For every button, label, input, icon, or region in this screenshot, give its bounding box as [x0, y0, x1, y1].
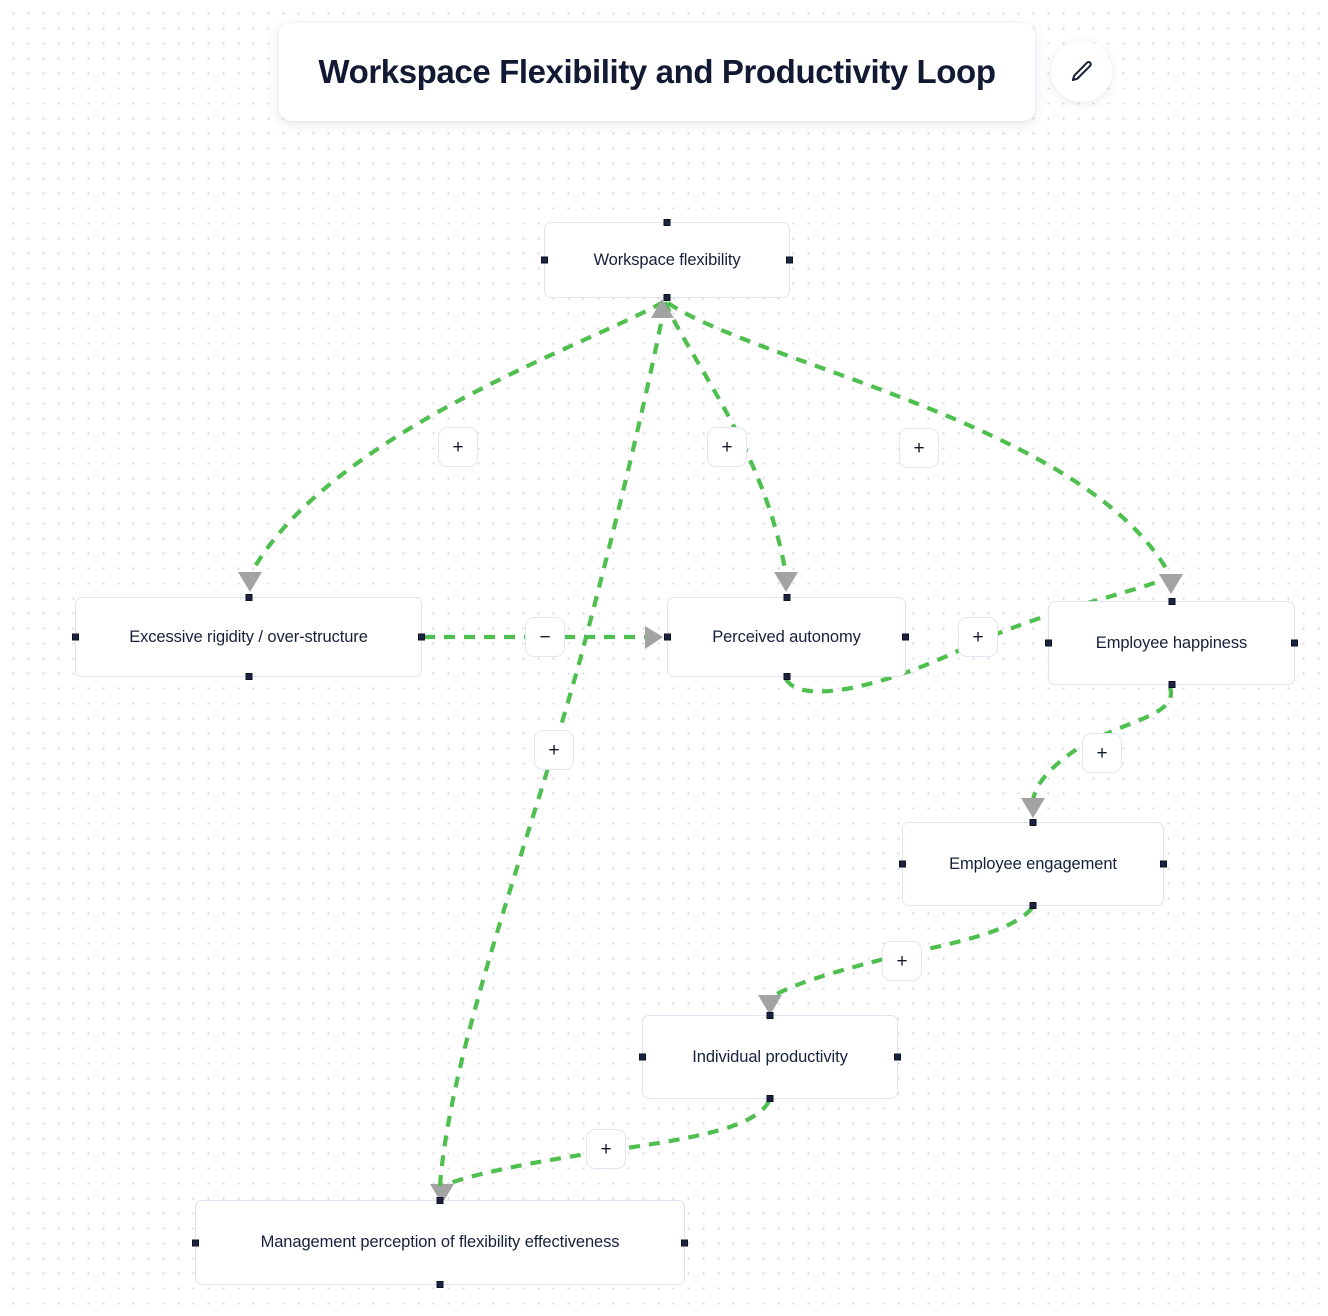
node-handle-top[interactable] — [663, 219, 671, 226]
node-handle-left[interactable] — [541, 256, 548, 264]
node-label: Individual productivity — [692, 1047, 848, 1066]
node-handle-right[interactable] — [418, 633, 425, 641]
node-handle-top[interactable] — [1168, 598, 1175, 605]
node-label: Excessive rigidity / over-structure — [129, 627, 368, 646]
node-workspace-flexibility[interactable]: Workspace flexibility — [541, 219, 793, 301]
edge-label-engagement-to-productivity[interactable]: + — [882, 941, 922, 981]
node-label: Workspace flexibility — [593, 250, 741, 269]
title-card: Workspace Flexibility and Productivity L… — [279, 23, 1035, 121]
node-handle-left[interactable] — [899, 860, 906, 868]
node-handle-right[interactable] — [1160, 860, 1167, 868]
node-handle-top[interactable] — [1029, 819, 1037, 826]
node-handle-bottom[interactable] — [783, 673, 790, 680]
node-handle-top[interactable] — [783, 594, 790, 601]
node-label: Employee engagement — [949, 854, 1117, 873]
node-handle-bottom[interactable] — [663, 294, 671, 301]
node-label: Employee happiness — [1095, 633, 1248, 652]
node-handle-bottom[interactable] — [1168, 681, 1175, 688]
node-handle-left[interactable] — [639, 1053, 646, 1061]
node-management-perception[interactable]: Management perception of flexibility eff… — [192, 1197, 688, 1288]
edge-polarity: + — [452, 436, 464, 458]
edge-label-management-to-flexibility[interactable]: + — [534, 730, 574, 770]
node-employee-engagement[interactable]: Employee engagement — [899, 819, 1167, 909]
node-handle-bottom[interactable] — [766, 1095, 774, 1102]
node-handle-right[interactable] — [681, 1239, 688, 1246]
node-excessive-rigidity[interactable]: Excessive rigidity / over-structure — [72, 594, 425, 680]
node-handle-top[interactable] — [766, 1012, 774, 1019]
node-handle-left[interactable] — [72, 633, 79, 641]
edge-polarity: + — [600, 1138, 612, 1160]
edge-polarity: + — [548, 739, 560, 761]
node-handle-top[interactable] — [436, 1197, 444, 1204]
edge-polarity: + — [1096, 742, 1108, 764]
page-title: Workspace Flexibility and Productivity L… — [318, 53, 996, 90]
edge-polarity: − — [539, 626, 551, 648]
node-handle-bottom[interactable] — [245, 673, 252, 680]
node-handle-right[interactable] — [894, 1053, 901, 1061]
node-individual-productivity[interactable]: Individual productivity — [639, 1012, 901, 1102]
node-handle-bottom[interactable] — [1029, 902, 1037, 909]
edge-polarity: + — [721, 436, 733, 458]
edge-polarity: + — [913, 437, 925, 459]
node-perceived-autonomy[interactable]: Perceived autonomy — [664, 594, 909, 680]
node-handle-left[interactable] — [1045, 639, 1052, 647]
edit-title-button[interactable] — [1051, 41, 1112, 102]
node-handle-right[interactable] — [786, 256, 793, 264]
node-employee-happiness[interactable]: Employee happiness — [1045, 598, 1298, 688]
pencil-icon — [1069, 59, 1095, 85]
node-handle-right[interactable] — [902, 633, 909, 641]
edge-polarity: + — [896, 950, 908, 972]
edge-label-flexibility-to-autonomy[interactable]: + — [707, 427, 747, 467]
node-handle-right[interactable] — [1291, 639, 1298, 647]
edge-label-autonomy-to-happiness[interactable]: + — [958, 617, 998, 657]
edge-polarity: + — [972, 626, 984, 648]
edge-label-flexibility-to-happiness[interactable]: + — [899, 428, 939, 468]
node-handle-top[interactable] — [245, 594, 252, 601]
node-handle-left[interactable] — [192, 1239, 199, 1246]
edge-label-productivity-to-management[interactable]: + — [586, 1129, 626, 1169]
node-label: Perceived autonomy — [712, 627, 861, 646]
node-handle-left[interactable] — [664, 633, 671, 641]
edge-label-happiness-to-engagement[interactable]: + — [1082, 733, 1122, 773]
node-handle-bottom[interactable] — [436, 1281, 444, 1288]
edge-label-rigidity-to-autonomy[interactable]: − — [525, 617, 565, 657]
node-label: Management perception of flexibility eff… — [260, 1233, 620, 1251]
edge-label-flexibility-to-rigidity[interactable]: + — [438, 427, 478, 467]
